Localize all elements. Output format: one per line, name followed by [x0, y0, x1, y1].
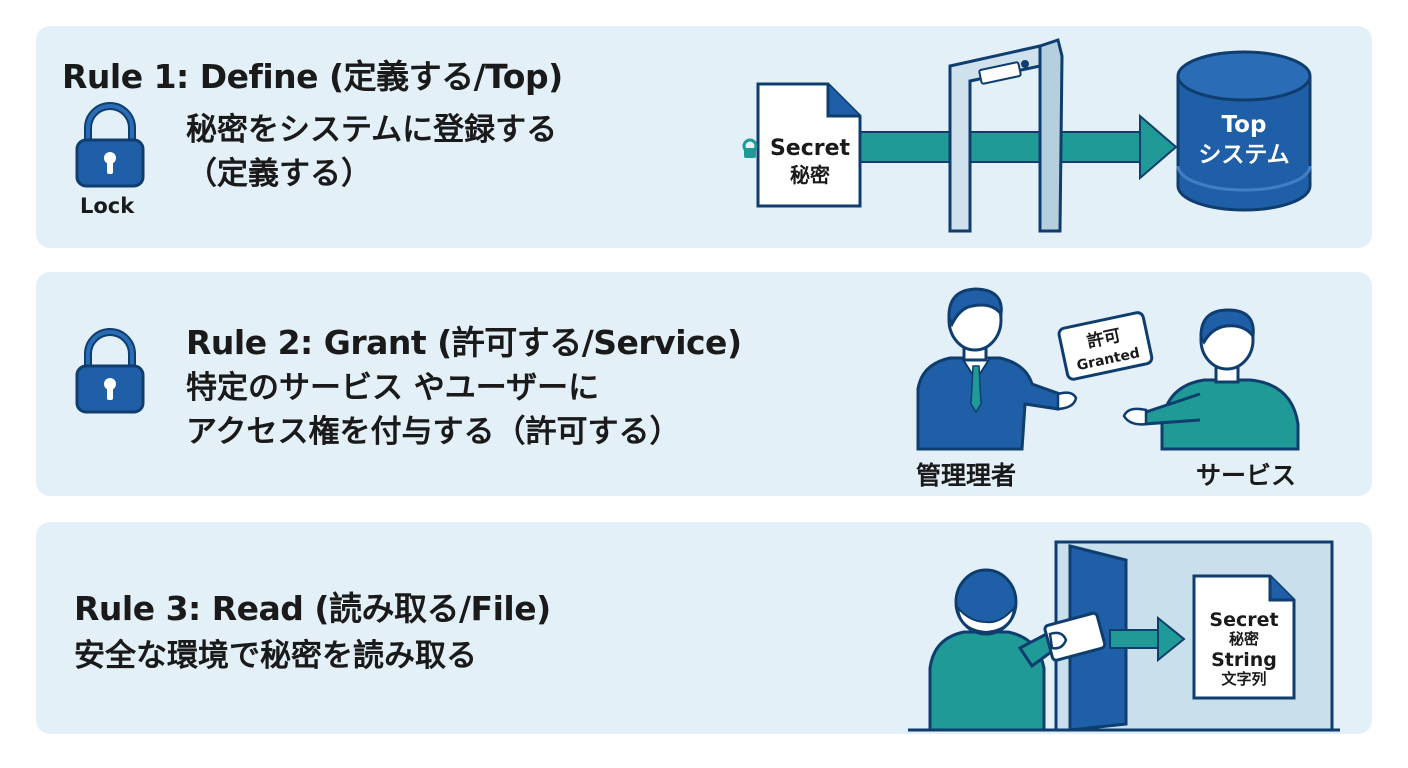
- rule2-illustration: 許可 Granted: [916, 287, 1300, 451]
- db-top-text: Top: [1222, 112, 1267, 138]
- secret-string-document-icon: Secret 秘密 String 文字列: [1192, 574, 1296, 700]
- lock-label: Lock: [80, 194, 135, 218]
- doc-secret-text: Secret: [770, 136, 851, 161]
- lock-icon: [75, 328, 145, 414]
- rule2-panel: Rule 2: Grant (許可する/Service) 特定のサービス やユー…: [36, 272, 1372, 496]
- rule1-body-line1: 秘密をシステムに登録する: [186, 112, 558, 148]
- rule2-body-line1: 特定のサービス やユーザーに: [186, 370, 600, 406]
- doc-string-text: String: [1211, 649, 1277, 671]
- rule1-body-line2: （定義する）: [186, 156, 372, 192]
- admin-person-icon: [916, 287, 1078, 451]
- security-gate-icon: [948, 38, 1064, 233]
- service-label: サービス: [1196, 461, 1297, 490]
- rule1-illustration: Secret 秘密 Top システム: [742, 38, 1312, 233]
- reader-person-icon: [928, 568, 1107, 732]
- secret-document-icon: Secret 秘密: [742, 82, 862, 208]
- database-icon: Top システム: [1176, 50, 1312, 212]
- rule2-title: Rule 2: Grant (許可する/Service): [186, 323, 742, 362]
- service-person-icon: [1122, 308, 1300, 451]
- granted-card-icon: 許可 Granted: [1057, 311, 1154, 381]
- db-system-text: システム: [1198, 142, 1289, 168]
- arrow-icon: [849, 113, 1178, 181]
- arrow-icon: [1109, 615, 1186, 663]
- rule3-title: Rule 3: Read (読み取る/File): [74, 589, 551, 628]
- admin-label: 管理理者: [916, 461, 1017, 490]
- rule3-illustration: Secret 秘密 String 文字列: [908, 540, 1340, 732]
- rule2-body-line2: アクセス権を付与する（許可する）: [186, 414, 681, 450]
- lock-icon: [75, 102, 145, 188]
- doc-secret-text: Secret: [1209, 609, 1278, 631]
- doc-mojiretsu-text: 文字列: [1221, 670, 1266, 688]
- rule3-body-line1: 安全な環境で秘密を読み取る: [74, 638, 477, 674]
- rule1-title: Rule 1: Define (定義する/Top): [62, 57, 563, 96]
- doc-himitsu-text: 秘密: [1229, 630, 1259, 648]
- doc-himitsu-text: 秘密: [790, 163, 830, 187]
